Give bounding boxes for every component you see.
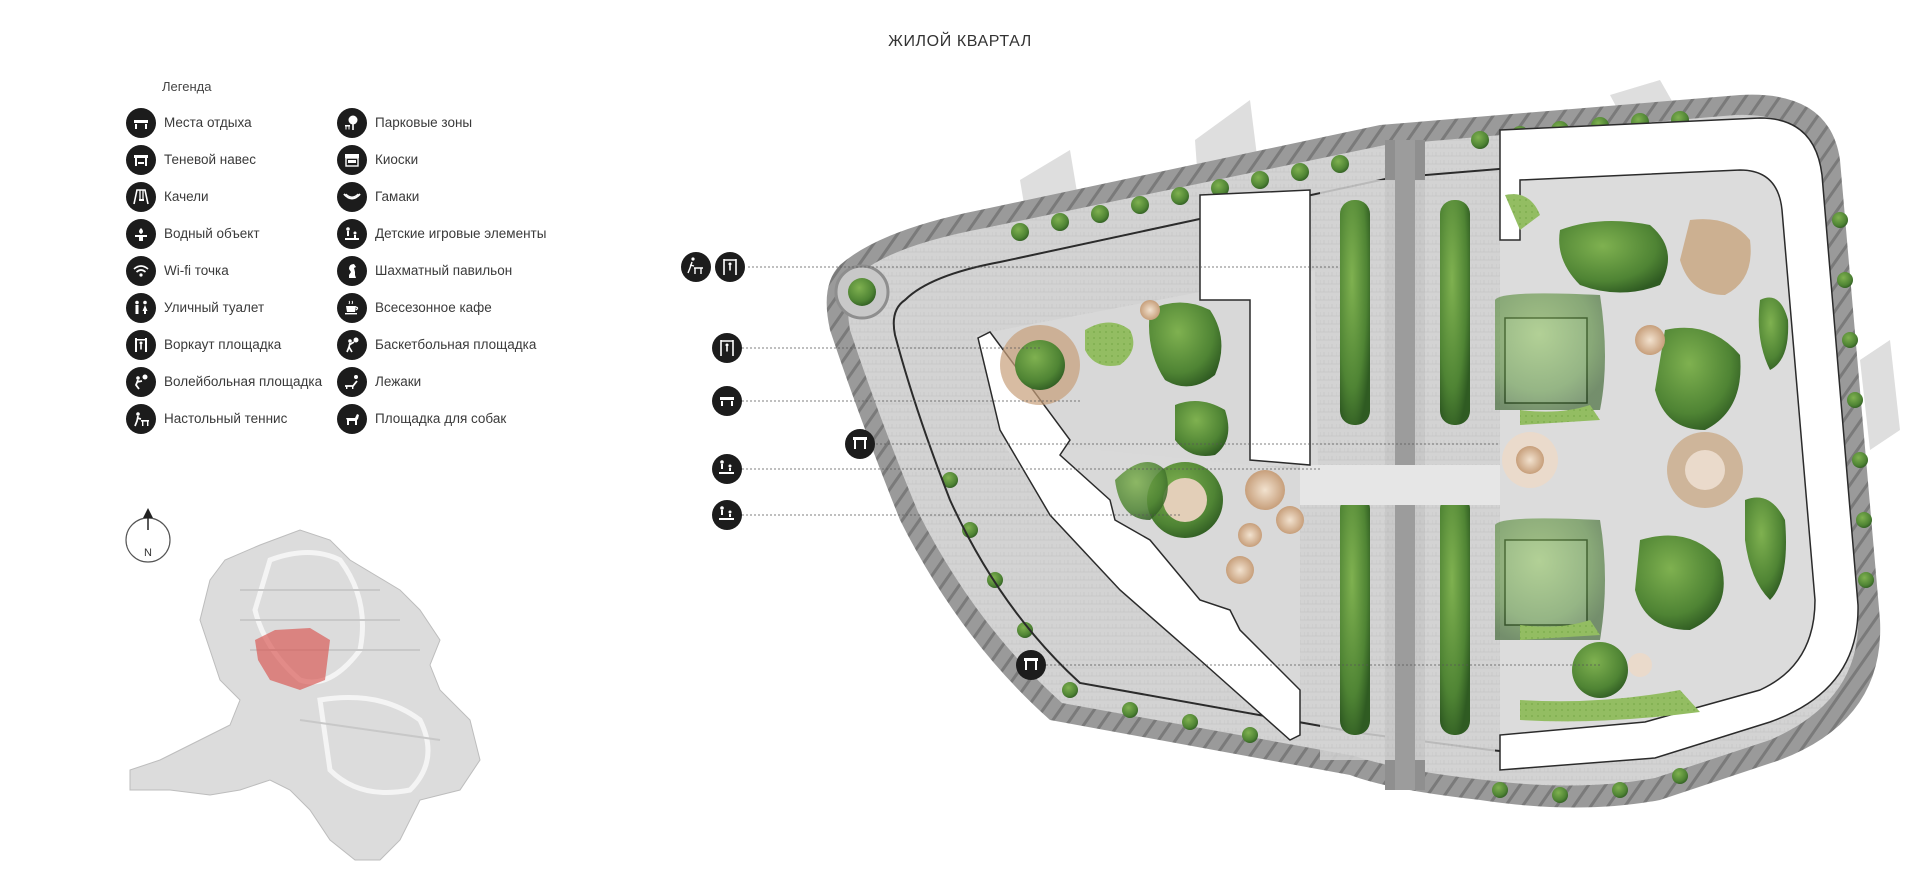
sunbed-icon [337,366,367,397]
legend-item-canopy: Теневой навес [126,141,322,178]
legend-item-chess: Шахматный павильон [337,252,546,289]
left-courtyard [975,270,1318,470]
legend-label: Гамаки [375,189,420,204]
legend-item-workout: Воркаут площадка [126,326,322,363]
legend-label: Киоски [375,152,419,167]
dog-icon [337,403,367,434]
legend-label: Качели [164,189,209,204]
basketball-icon [337,329,367,360]
legend-item-toilet: Уличный туалет [126,289,322,326]
roundabout-tree [848,278,876,306]
hammock-icon [337,181,367,212]
legend-item-volleyball: Волейбольная площадка [126,363,322,400]
legend-label: Площадка для собак [375,411,507,426]
legend-right-column: Парковые зоны Киоски Гамаки Детские игро… [337,104,546,437]
legend-label: Воркаут площадка [164,337,282,352]
right-courtyard-greenery [1495,194,1789,722]
cross-plaza [1300,465,1530,505]
legend-label: Всесезонное кафе [375,300,492,315]
workout-icon [126,329,156,360]
legend-item-play-elements: Детские игровые элементы [337,215,546,252]
wifi-icon [126,255,156,286]
chess-icon [337,255,367,286]
legend-item-basketball: Баскетбольная площадка [337,326,546,363]
left-building [977,331,1301,741]
north-label: N [144,547,152,559]
north-arrow [125,508,171,563]
left-courtyard-greenery [1000,300,1304,584]
legend-label: Лежаки [375,374,422,389]
legend-item-swings: Качели [126,178,322,215]
kiosk-icon [337,144,367,175]
cafe-icon [337,292,367,323]
swing-icon [126,181,156,212]
callout-badge [712,386,742,416]
legend-label: Детские игровые элементы [375,226,547,241]
legend-item-water: Водный объект [126,215,322,252]
callout-badge [1016,650,1046,680]
callout-leaders [742,266,1600,666]
bench-icon [712,386,742,416]
legend-item-park-zones: Парковые зоны [337,104,546,141]
bench-icon [126,107,156,138]
callout-badge [715,252,745,282]
canopy-icon [845,429,875,459]
legend-label: Шахматный павильон [375,263,513,278]
legend-left-column: Места отдыха Теневой навес Качели Водный… [126,104,322,437]
legend-label: Волейбольная площадка [164,374,323,389]
toilet-icon [126,292,156,323]
legend-label: Места отдыха [164,115,252,130]
legend-label: Настольный теннис [164,411,288,426]
page-title: ЖИЛОЙ КВАРТАЛ [888,33,1032,50]
project-site-highlight [255,628,330,690]
legend-label: Уличный туалет [164,300,265,315]
legend-label: Теневой навес [164,152,257,167]
table-tennis-icon [681,252,711,282]
legend-item-wifi: Wi-fi точка [126,252,322,289]
playground-icon [337,218,367,249]
legend-heading: Легенда [162,79,212,94]
playground-icon [712,454,742,484]
legend-label: Wi-fi точка [164,263,229,278]
left-building-north [1199,189,1311,466]
callout-badge [681,252,711,282]
legend-item-sunbeds: Лежаки [337,363,546,400]
volleyball-icon [126,366,156,397]
callout-badge [712,333,742,363]
legend-item-kiosks: Киоски [337,141,546,178]
legend-item-hammocks: Гамаки [337,178,546,215]
callout-badge [845,429,875,459]
legend-label: Водный объект [164,226,260,241]
table-tennis-icon [126,403,156,434]
callout-badge [712,500,742,530]
legend-item-dog-area: Площадка для собак [337,400,546,437]
callout-badge [712,454,742,484]
legend-item-rest-areas: Места отдыха [126,104,322,141]
right-building [1499,117,1859,771]
boulevard-trees [1340,200,1470,735]
legend-label: Баскетбольная площадка [375,337,537,352]
canopy-icon [126,144,156,175]
legend-item-cafe: Всесезонное кафе [337,289,546,326]
fountain-icon [126,218,156,249]
tree-icon [337,107,367,138]
location-minimap [129,529,481,861]
legend-label: Парковые зоны [375,115,473,130]
playground-icon [712,500,742,530]
canopy-icon [1016,650,1046,680]
legend-item-table-tennis: Настольный теннис [126,400,322,437]
